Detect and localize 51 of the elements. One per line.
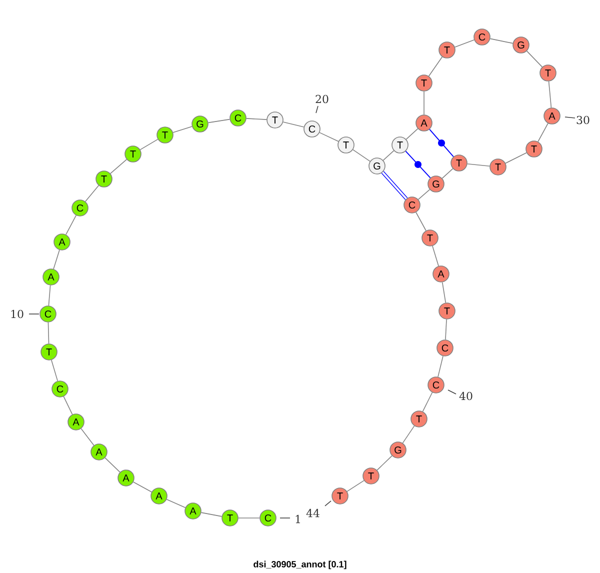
caption: dsi_30905_annot [0.1]	[254, 560, 346, 570]
backbone-line	[48, 322, 50, 344]
backbone-line	[454, 40, 475, 48]
backbone-line	[110, 159, 128, 174]
backbone-line	[402, 426, 415, 444]
backbone-line	[132, 482, 152, 492]
backbone-line	[445, 318, 447, 340]
position-number: 30	[576, 116, 590, 124]
position-number: 40	[459, 392, 472, 400]
backbone-line	[376, 455, 392, 471]
position-number: 44	[306, 508, 320, 518]
backbone-line	[418, 189, 430, 200]
backbone-line	[84, 185, 100, 202]
backbone-line	[104, 457, 120, 473]
backbone-line	[282, 122, 304, 128]
base-pair-line	[429, 128, 454, 158]
backbone-line	[490, 38, 514, 44]
backbone-line	[319, 132, 339, 142]
backbone-line	[66, 215, 76, 235]
backbone-line	[51, 360, 58, 382]
position-number: 10	[11, 310, 24, 318]
backbone-line	[526, 50, 543, 68]
backbone-line	[48, 284, 51, 306]
backbone-line	[80, 428, 94, 446]
backbone-line	[538, 122, 548, 142]
backbone-line	[382, 150, 394, 161]
position-number: 20	[316, 94, 328, 104]
backbone-line	[53, 250, 60, 270]
backbone-line	[63, 396, 73, 415]
backbone-line	[352, 149, 370, 162]
backbone-line	[442, 282, 446, 304]
backbone-line	[422, 392, 433, 412]
backbone-line	[505, 152, 527, 164]
position-number: 1	[296, 514, 300, 524]
backbone-line	[200, 512, 222, 517]
backbone-line	[466, 163, 490, 167]
backbone-line	[172, 126, 192, 133]
backbone-line	[416, 212, 426, 232]
backbone-line	[406, 128, 418, 140]
backbone-line	[246, 118, 268, 120]
backbone-line	[166, 498, 186, 508]
backbone-line	[346, 480, 364, 492]
backbone-line	[548, 80, 552, 108]
backbone-line	[432, 246, 439, 266]
backbone-line	[428, 56, 443, 76]
backbone-line	[438, 356, 444, 378]
base-pair-line	[405, 150, 431, 178]
backbone-line	[140, 138, 158, 150]
backbone-line	[208, 118, 230, 124]
backbone-line	[442, 168, 454, 179]
base-pair-line	[381, 171, 408, 200]
